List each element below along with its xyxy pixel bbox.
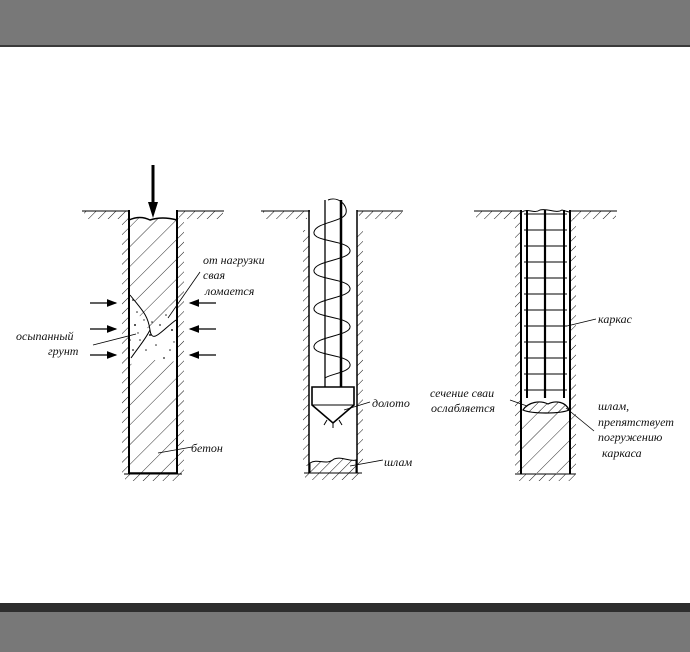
label-sludge: шлам: [384, 455, 412, 469]
label-load-1: от нагрузки: [203, 253, 265, 267]
borehole-bottom: [305, 473, 361, 480]
leader-bit: [343, 401, 371, 411]
label-sludge-note-1: шлам,: [598, 399, 629, 413]
leader-load: [167, 271, 201, 319]
borehole-wall-right: [177, 218, 184, 474]
crack-line-2: [130, 329, 151, 359]
soil-pressure-arrows: [90, 299, 216, 359]
leader-concrete: [157, 446, 193, 454]
label-section-1: сечение сваи: [430, 386, 494, 400]
concrete-lower: [522, 410, 570, 473]
ground-surface-right: [474, 210, 617, 219]
reinforcement-cage: [524, 210, 567, 398]
label-crumbled-soil-2: грунт: [48, 344, 79, 358]
label-bit: долото: [372, 396, 410, 410]
crumbled-zone: [129, 290, 177, 365]
borehole-wall-right: [570, 218, 576, 473]
ground-surface-middle: [261, 210, 403, 219]
concrete-top-edge: [521, 209, 570, 213]
drill-bit-teeth: [323, 419, 343, 428]
load-arrow-head: [148, 202, 158, 218]
label-section-2: ослабляется: [431, 401, 495, 415]
top-bar: [0, 0, 690, 47]
pile-figure-cage: каркас сечение сваи ослабляется шлам, пр…: [430, 209, 674, 481]
borehole-wall-right: [357, 230, 363, 466]
label-sludge-note-3: погружению: [598, 430, 663, 444]
pile-figure-broken: осыпанный грунт от нагрузки свая ломаетс…: [16, 165, 265, 481]
borehole-wall-left: [515, 218, 521, 473]
bottom-bar: [0, 612, 690, 652]
leader-cage: [566, 318, 597, 327]
borehole-bottom: [125, 474, 181, 481]
leader-soil: [92, 333, 137, 346]
label-crumbled-soil-1: осыпанный: [16, 329, 74, 343]
label-load-3: ломается: [204, 284, 255, 298]
borehole-wall-left: [303, 230, 309, 466]
label-concrete: бетон: [191, 441, 223, 455]
sludge-layer: [309, 457, 357, 474]
borehole-wall-left: [122, 218, 129, 474]
sludge-lens: [522, 401, 570, 414]
leader-sludge-note: [565, 407, 595, 432]
auger-spiral: [313, 198, 351, 379]
label-sludge-note-4: каркаса: [602, 446, 642, 460]
borehole-bottom: [516, 474, 575, 481]
ground-surface-left: [82, 210, 224, 219]
label-sludge-note-2: препятствует: [598, 415, 674, 429]
pile-figure-drilling: долото шлам: [261, 198, 412, 480]
label-load-2: свая: [203, 268, 225, 282]
label-cage: каркас: [598, 312, 633, 326]
bottom-bar-divider: [0, 603, 690, 612]
leader-section: [509, 399, 528, 407]
leader-sludge: [349, 459, 384, 467]
